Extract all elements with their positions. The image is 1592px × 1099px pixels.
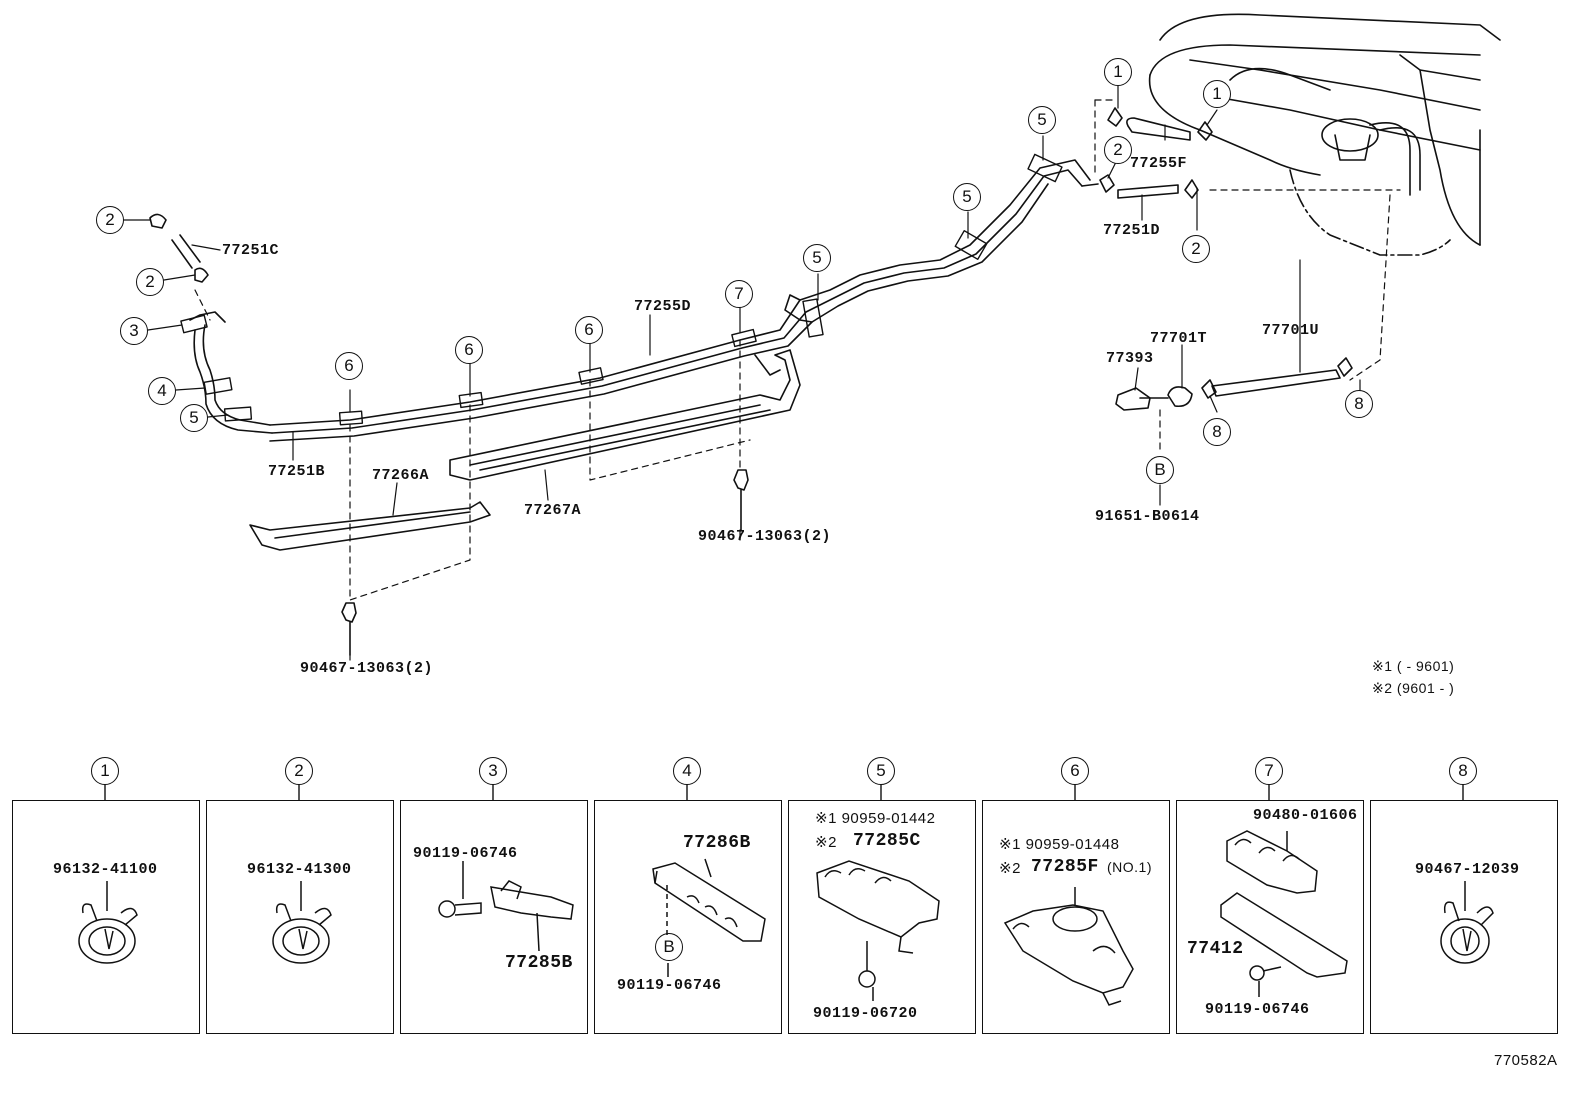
bolt-and-clamp-icon: [438, 861, 574, 952]
label-77251d: 77251D: [1103, 222, 1161, 239]
note-1: ※1 ( - 9601): [1372, 658, 1454, 675]
box-6-mark-2: ※2: [999, 860, 1021, 877]
box-7-part-bolt: 90119-06746: [1205, 1001, 1310, 1018]
callout-2-upper-left: 2: [96, 206, 124, 234]
callout-5-left: 5: [180, 404, 208, 432]
box-3-part-clamp: 77285B: [505, 953, 573, 973]
detail-box-5: 5 ※1 90959-01442 ※2 77285C 90119-06720: [788, 757, 976, 1034]
note-1-text: ( - 9601): [1396, 658, 1455, 674]
label-91651-b0614: 91651-B0614: [1095, 508, 1200, 525]
note-2-mark: ※2: [1372, 680, 1393, 696]
box-2-part: 96132-41300: [247, 861, 352, 878]
callout-1-b: 1: [1203, 80, 1231, 108]
label-77251b: 77251B: [268, 463, 326, 480]
main-assembly-drawing: [123, 13, 1501, 661]
hose-77251c: [149, 213, 209, 283]
callout-2-right-b: 2: [1182, 235, 1210, 263]
bolts: [341, 469, 749, 656]
box-4-number: 4: [673, 757, 701, 785]
box-5-part-1: ※1 90959-01442: [815, 810, 936, 827]
label-77701t: 77701T: [1150, 330, 1208, 347]
fuel-pipes: [189, 159, 1091, 442]
clamp-icon: [272, 881, 332, 964]
detail-box-7: 7 90480-01606 77412 90119-06746: [1176, 757, 1364, 1034]
detail-box-6: 6 ※1 90959-01448 ※2 77285F (NO.1): [982, 757, 1170, 1034]
callout-2-right-a: 2: [1104, 136, 1132, 164]
label-90467-13063-left: 90467-13063(2): [300, 660, 434, 677]
box-5-part-2: 77285C: [853, 831, 921, 851]
clamp-icon: [1003, 887, 1134, 1006]
box-1-number: 1: [91, 757, 119, 785]
protector-77267a: [449, 349, 801, 481]
callout-8-a: 8: [1203, 418, 1231, 446]
box-5-number: 5: [867, 757, 895, 785]
callout-2-left-second: 2: [136, 268, 164, 296]
box-4-part-bolt: 90119-06746: [617, 977, 722, 994]
detail-box-1: 1 96132-41100: [12, 757, 200, 1034]
detail-box-2: 2 96132-41300: [206, 757, 394, 1034]
box-5-mark-2: ※2: [815, 834, 837, 851]
detail-box-4: 4 77286B B 90119-06746: [594, 757, 782, 1034]
fuel-tank: [1148, 13, 1501, 256]
box-4-callout-b: B: [655, 933, 683, 961]
label-77267a: 77267A: [524, 502, 582, 519]
callout-4-left: 4: [148, 377, 176, 405]
box-3-number: 3: [479, 757, 507, 785]
label-77255f: 77255F: [1130, 155, 1188, 172]
callout-6-a: 6: [335, 352, 363, 380]
diagram-id: 770582A: [1494, 1052, 1558, 1069]
detail-box-8: 8 90467-12039: [1370, 757, 1558, 1034]
box-5-part-bolt: 90119-06720: [813, 1005, 918, 1022]
clamp-icon: [816, 860, 940, 1001]
label-leaders: [123, 85, 1361, 661]
evap-hose-assembly: [1115, 357, 1353, 411]
callout-6-b: 6: [455, 336, 483, 364]
box-6-part-2: 77285F: [1031, 857, 1099, 877]
label-77266a: 77266A: [372, 467, 430, 484]
protector-77266a: [249, 501, 491, 551]
clip-icon: [652, 858, 766, 977]
callout-8-b: 8: [1345, 390, 1373, 418]
box-6-part-1: ※1 90959-01448: [999, 836, 1120, 853]
label-77251c: 77251C: [222, 242, 280, 259]
note-2-text: (9601 - ): [1396, 680, 1455, 696]
box-3-part-bolt: 90119-06746: [413, 845, 518, 862]
clip-icon: [1440, 881, 1494, 964]
box-1-part: 96132-41100: [53, 861, 158, 878]
box-2-number: 2: [285, 757, 313, 785]
box-8-part: 90467-12039: [1415, 861, 1520, 878]
callout-b-main: B: [1146, 456, 1174, 484]
box-4-part-clamp: 77286B: [683, 833, 751, 853]
note-1-mark: ※1: [1372, 658, 1393, 674]
callout-5-b: 5: [953, 183, 981, 211]
box-7-part-clamp: 90480-01606: [1253, 807, 1358, 824]
box-6-number: 6: [1061, 757, 1089, 785]
label-77701u: 77701U: [1262, 322, 1320, 339]
clamp-and-bracket-icon: [1220, 830, 1348, 997]
clamp-icon: [78, 881, 138, 964]
pipe-clamps: [180, 153, 1063, 426]
box-8-number: 8: [1449, 757, 1477, 785]
hoses-upper-right: [1081, 107, 1213, 199]
callout-6-c: 6: [575, 316, 603, 344]
box-7-part-bracket: 77412: [1187, 939, 1244, 959]
label-90467-13063-right: 90467-13063(2): [698, 528, 832, 545]
label-77393: 77393: [1106, 350, 1154, 367]
box-6-part-2-note: (NO.1): [1107, 859, 1152, 875]
callout-1-a: 1: [1104, 58, 1132, 86]
dashed-leaders: [194, 99, 1401, 601]
detail-box-3: 3 90119-06746 77285B: [400, 757, 588, 1034]
note-2: ※2 (9601 - ): [1372, 680, 1454, 697]
callout-3-left: 3: [120, 317, 148, 345]
callout-7-main: 7: [725, 280, 753, 308]
label-77255d: 77255D: [634, 298, 692, 315]
callout-5-c: 5: [1028, 106, 1056, 134]
box-7-number: 7: [1255, 757, 1283, 785]
callout-5-a: 5: [803, 244, 831, 272]
